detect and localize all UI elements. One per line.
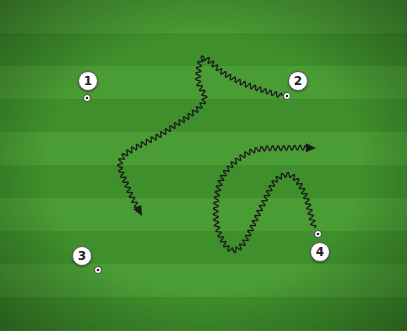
dribble-arrow <box>213 145 316 252</box>
player-marker: 4 <box>310 242 330 262</box>
ball <box>284 93 291 100</box>
player-marker: 3 <box>72 246 92 266</box>
arrow-head <box>133 205 142 216</box>
dribble-arrow <box>118 56 282 212</box>
ball <box>95 267 102 274</box>
arrow-head <box>306 143 316 152</box>
ball <box>315 231 322 238</box>
player-marker: 2 <box>288 71 308 91</box>
player-number: 2 <box>294 75 302 87</box>
balls <box>84 93 322 274</box>
player-number: 4 <box>316 246 324 258</box>
ball <box>84 95 91 102</box>
player-number: 3 <box>78 250 86 262</box>
player-marker: 1 <box>78 71 98 91</box>
player-number: 1 <box>84 75 92 87</box>
